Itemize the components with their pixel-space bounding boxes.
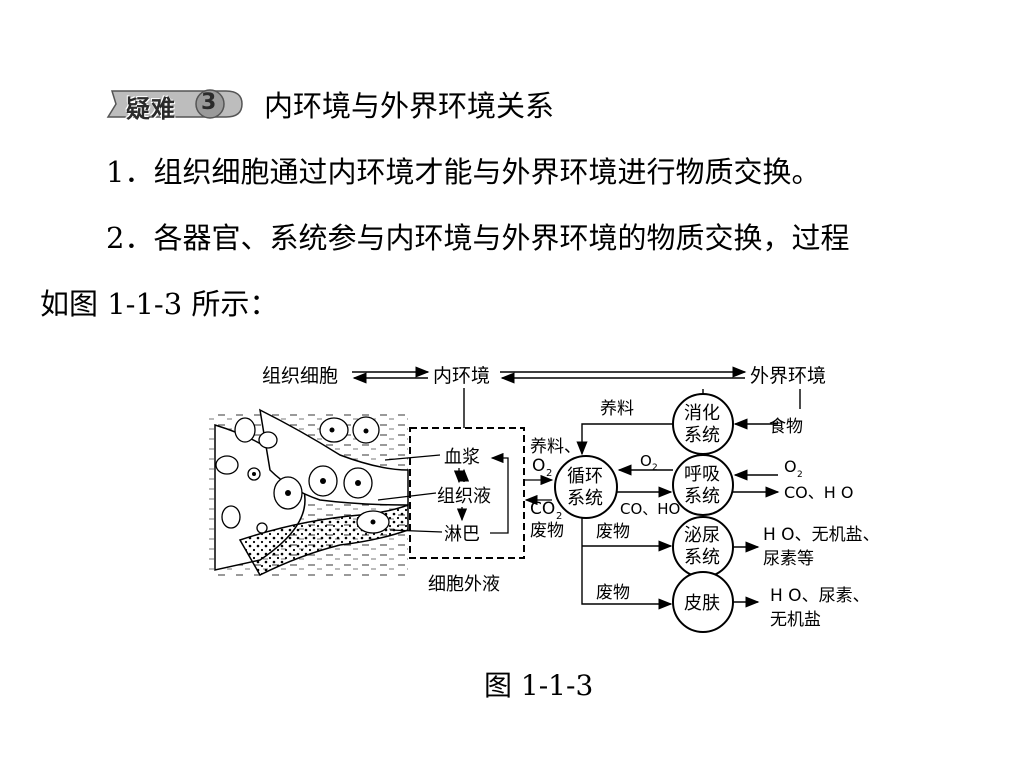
output-skin-1: H O、尿素、 — [770, 586, 870, 606]
urinary-line1: 泌尿 — [684, 525, 720, 546]
arrow-label-waste2: 废物 — [596, 583, 630, 603]
output-skin-2: 无机盐 — [770, 610, 821, 630]
output-co2-h2o: CO、H O — [784, 483, 853, 502]
top-double-arrow-right — [500, 366, 747, 384]
heading-title: 内环境与外界环境关系 — [264, 89, 555, 123]
paragraph-1: 1．组织细胞通过内环境才能与外界环境进行物质交换。 — [106, 155, 821, 189]
badge-label: 疑难 — [126, 95, 176, 123]
label-nutrients-left: 养料、 — [530, 437, 581, 457]
fluid-tissue: 组织液 — [437, 486, 491, 507]
output-o2: O — [784, 457, 797, 476]
skin-line1: 皮肤 — [684, 593, 720, 614]
top-double-arrow-left — [352, 366, 430, 384]
digestive-line1: 消化 — [684, 403, 720, 424]
output-urinary-2: 尿素等 — [763, 549, 814, 569]
badge-shape — [106, 89, 243, 119]
section-heading: 疑难 3 内环境与外界环境关系 — [106, 84, 554, 124]
arrow-label-waste1: 废物 — [596, 522, 630, 542]
urinary-line2: 系统 — [684, 547, 720, 568]
sub-o2-arrow: 2 — [652, 463, 658, 473]
label-co2-left: CO — [530, 499, 555, 519]
output-urinary-1: H O、无机盐、 — [763, 525, 880, 545]
system-arrows — [576, 389, 780, 610]
node-respiratory — [672, 454, 734, 516]
label-internal-env: 内环境 — [433, 365, 490, 387]
circulatory-line2: 系统 — [567, 488, 603, 509]
badge-number: 3 — [201, 90, 217, 115]
arrow-label-o2: O — [640, 452, 652, 470]
arrow-label-co2-h2o: CO、HO — [620, 500, 680, 518]
label-external-env: 外界环境 — [750, 365, 826, 387]
fluid-to-circulatory-arrows — [524, 474, 554, 506]
sub-co2-left: 2 — [556, 511, 562, 522]
respiratory-line1: 呼吸 — [684, 464, 720, 485]
arrow-label-nutrients: 养料 — [600, 399, 634, 419]
output-food: 食物 — [769, 417, 803, 437]
tissue-illustration — [208, 408, 443, 578]
fluid-arrows — [453, 452, 509, 534]
circulatory-line1: 循环 — [567, 466, 603, 487]
paragraph-3: 如图 1-1-3 所示： — [40, 287, 279, 321]
digestive-line2: 系统 — [684, 425, 720, 446]
respiratory-line2: 系统 — [684, 486, 720, 507]
label-waste-left: 废物 — [530, 521, 564, 541]
difficulty-badge: 疑难 3 — [106, 87, 246, 123]
fluid-lymph: 淋巴 — [444, 524, 480, 545]
figure-caption: 图 1-1-3 — [484, 669, 594, 702]
label-cells: 组织细胞 — [262, 365, 338, 387]
extracellular-fluid-box — [409, 427, 525, 559]
paragraph-2: 2．各器官、系统参与内环境与外界环境的物质交换，过程 — [106, 221, 850, 255]
label-extracellular-fluid: 细胞外液 — [428, 574, 500, 595]
sub-o2-out: 2 — [797, 470, 803, 480]
sub-o2-left: 2 — [546, 468, 552, 479]
label-o2-left: O — [532, 456, 545, 476]
fluid-plasma: 血浆 — [444, 447, 480, 468]
node-circulatory — [554, 455, 618, 519]
